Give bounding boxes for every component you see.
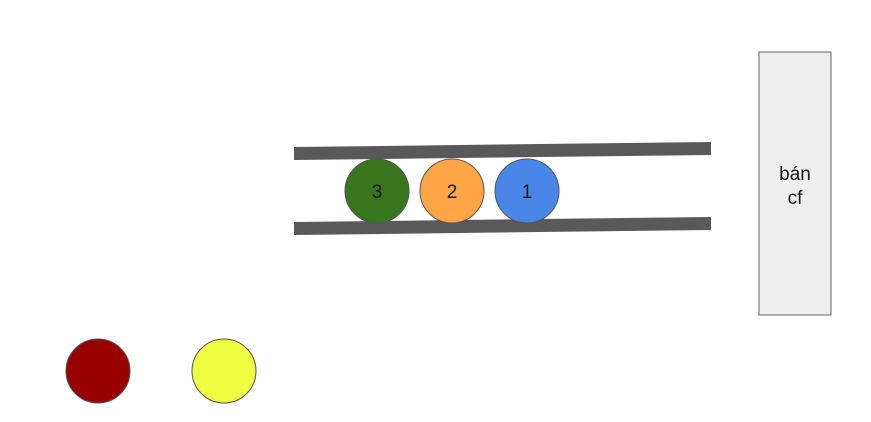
track-bottom-rail bbox=[294, 217, 711, 235]
queue-ball-3-label: 3 bbox=[372, 182, 383, 203]
sales-box-label-line1: bán bbox=[779, 164, 811, 185]
queue-ball-2-circle bbox=[419, 158, 485, 224]
queue-ball-1: 1 bbox=[494, 158, 560, 224]
sales-box-label-line2: cf bbox=[788, 188, 804, 209]
queue-ball-3-circle bbox=[344, 158, 410, 224]
sales-box: bán cf bbox=[758, 51, 832, 316]
queue-ball-3: 3 bbox=[344, 158, 410, 224]
queue-ball-2-label: 2 bbox=[447, 182, 458, 203]
queue-ball-1-circle bbox=[494, 158, 560, 224]
track-top-rail bbox=[294, 142, 711, 160]
loose-ball-red bbox=[65, 338, 131, 404]
queue-ball-2: 2 bbox=[419, 158, 485, 224]
queue-ball-1-label: 1 bbox=[522, 182, 533, 203]
loose-ball-yellow bbox=[191, 338, 257, 404]
sales-box-rect bbox=[758, 51, 832, 316]
